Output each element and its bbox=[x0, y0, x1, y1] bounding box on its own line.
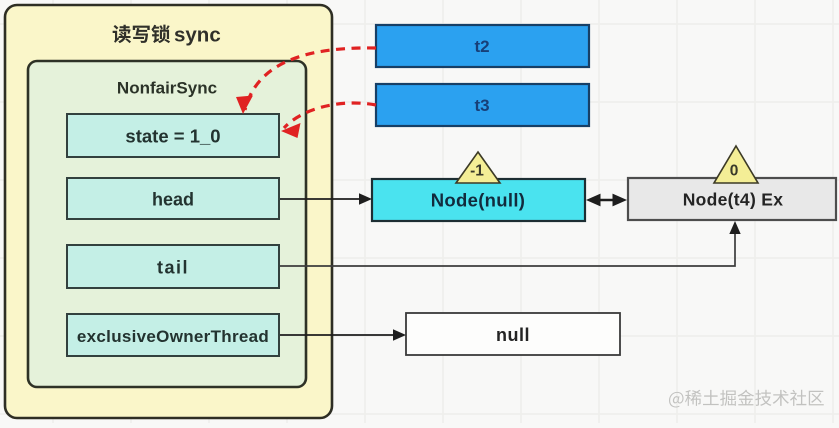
svg-text:state = 1_0: state = 1_0 bbox=[125, 126, 220, 147]
svg-text:0: 0 bbox=[730, 163, 739, 180]
svg-text:Node(t4) Ex: Node(t4) Ex bbox=[683, 189, 784, 209]
svg-text:tail: tail bbox=[157, 258, 189, 278]
svg-text:null: null bbox=[496, 325, 530, 345]
svg-text:Node(null): Node(null) bbox=[431, 189, 525, 210]
svg-text:-1: -1 bbox=[470, 163, 484, 180]
svg-text:t2: t2 bbox=[474, 37, 489, 56]
svg-text:NonfairSync: NonfairSync bbox=[117, 79, 217, 98]
svg-text:sync: sync bbox=[174, 24, 221, 47]
svg-text:head: head bbox=[152, 190, 194, 210]
svg-text:t3: t3 bbox=[474, 96, 489, 115]
svg-text:exclusiveOwnerThread: exclusiveOwnerThread bbox=[77, 327, 269, 346]
